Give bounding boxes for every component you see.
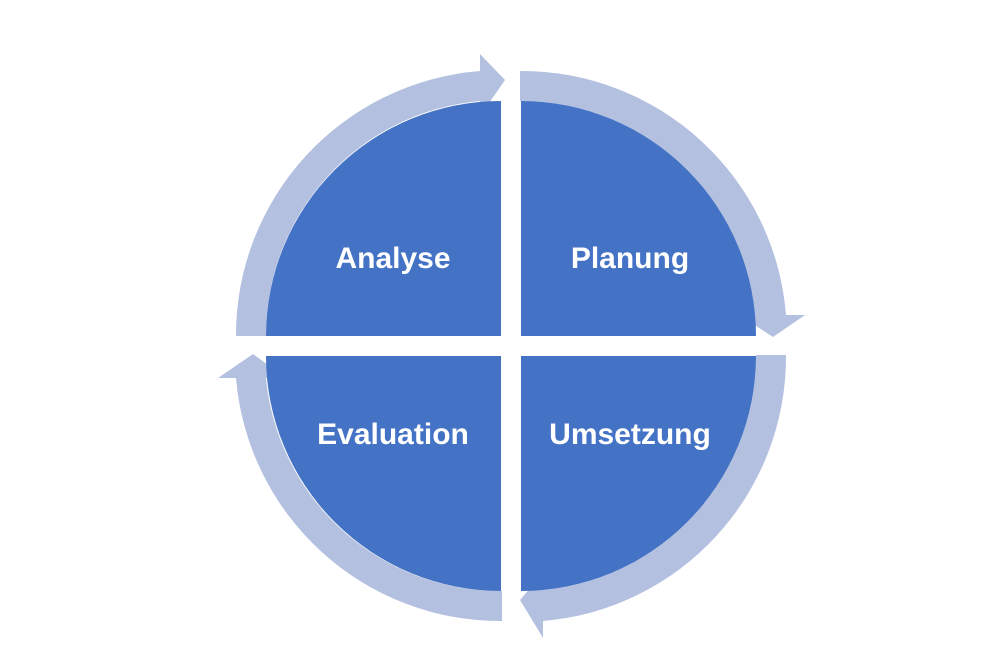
stage-label-evaluation: Evaluation bbox=[317, 418, 469, 451]
cycle-segments bbox=[266, 101, 756, 591]
arrow-analyse-to-planung bbox=[235, 54, 505, 336]
arrow-planung-to-umsetzung bbox=[520, 70, 805, 337]
cycle-arrows bbox=[218, 54, 805, 638]
arrow-evaluation-to-analyse bbox=[218, 354, 502, 622]
stage-label-planung: Planung bbox=[571, 242, 689, 275]
stage-label-analyse: Analyse bbox=[335, 242, 450, 275]
segment-analyse bbox=[266, 101, 501, 336]
segment-evaluation bbox=[266, 356, 501, 591]
segment-umsetzung bbox=[521, 356, 756, 591]
stage-label-umsetzung: Umsetzung bbox=[549, 418, 711, 451]
arrow-umsetzung-to-evaluation bbox=[520, 355, 787, 638]
segment-planung bbox=[521, 101, 756, 336]
